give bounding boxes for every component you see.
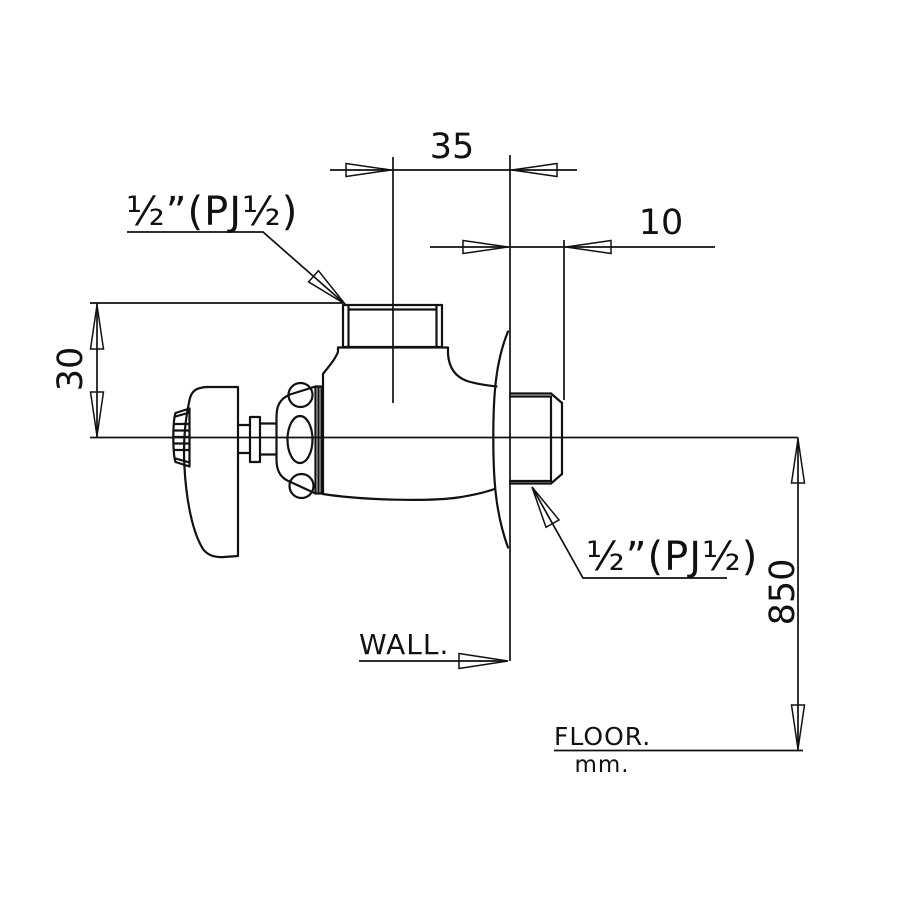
leader-top-connection (127, 231, 346, 305)
annotation-text: 35 10 30 850 ½”(PJ½) ½”(PJ½) WALL. FLOOR… (51, 127, 803, 778)
faucet-assembly (172, 303, 564, 559)
units-label: mm. (574, 752, 629, 778)
dim-850-label: 850 (763, 559, 803, 626)
dim-10-arrow-right (565, 239, 612, 255)
dim-850-arrow-up (790, 438, 806, 484)
dim-850-arrow-down (790, 704, 806, 750)
dim-35-arrow-right (511, 162, 558, 178)
handle-knurled-cap (172, 407, 191, 468)
top-inlet-pipe (341, 303, 444, 349)
leader-wall-arrow (531, 486, 561, 529)
faucet-body (321, 346, 498, 501)
bonnet (275, 381, 317, 500)
wall-connection-size-label: ½”(PJ½) (586, 534, 758, 580)
faucet-handle (182, 385, 240, 559)
dim-10-label: 10 (639, 203, 684, 243)
wall-nipple (508, 392, 564, 485)
bonnet-plate (314, 385, 323, 495)
dim-10-arrow-left (462, 239, 509, 255)
dim-30-arrow-down (89, 391, 105, 437)
wall-reference-label: WALL. (359, 628, 449, 661)
leader-top-arrow (307, 269, 346, 305)
dim-30-label: 30 (51, 347, 91, 392)
wall-arrow (458, 652, 509, 670)
leader-wall-connection (531, 486, 727, 579)
dim-35-label: 35 (430, 127, 475, 167)
dim-30-arrow-up (89, 304, 105, 350)
handle-stem (236, 415, 278, 464)
top-connection-size-label: ½”(PJ½) (126, 189, 298, 235)
annotation-lines (89, 155, 806, 752)
wall-flange (492, 330, 510, 549)
floor-reference-label: FLOOR. (554, 722, 651, 751)
dim-35-arrow-left (345, 162, 392, 178)
